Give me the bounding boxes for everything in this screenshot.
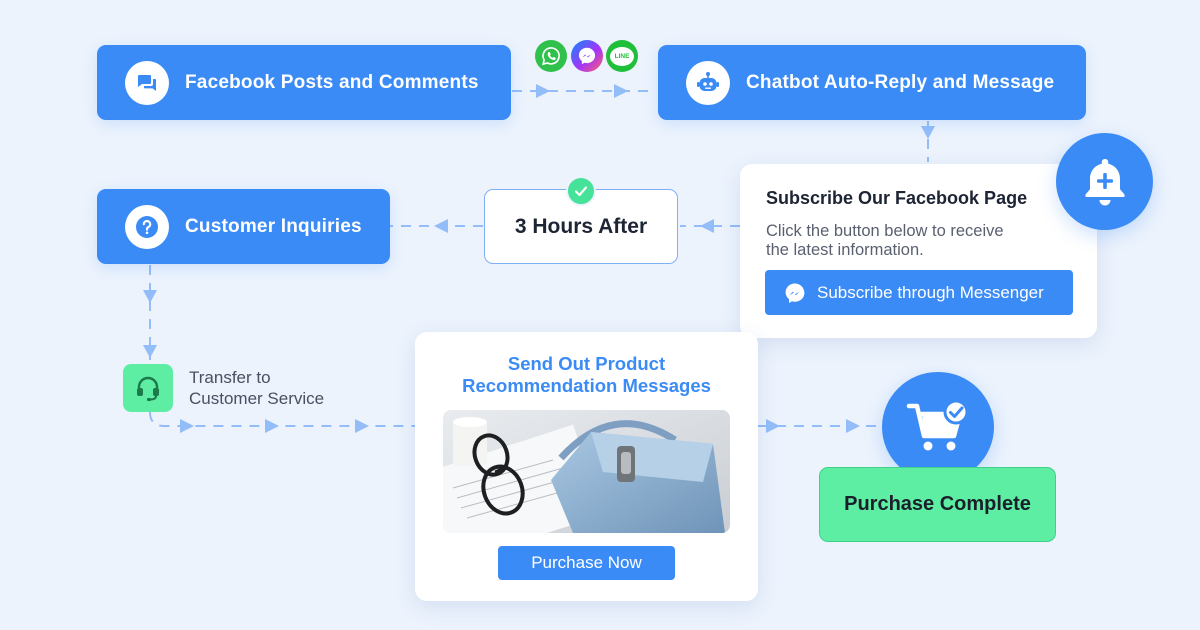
messenger-icon xyxy=(783,281,807,305)
whatsapp-icon xyxy=(535,40,567,72)
transfer-label-line1: Transfer to xyxy=(189,368,271,387)
subscribe-desc-line1: Click the button below to receive xyxy=(766,222,1004,240)
comments-icon xyxy=(125,60,169,105)
subscribe-messenger-button[interactable]: Subscribe through Messenger xyxy=(765,270,1073,315)
product-title-line1: Send Out Product xyxy=(507,353,666,374)
node-customer-inquiries: Customer Inquiries xyxy=(97,189,390,264)
node-label: Facebook Posts and Comments xyxy=(185,71,479,93)
arrow-right-icon xyxy=(265,419,279,433)
question-icon xyxy=(125,204,169,249)
messenger-icon xyxy=(571,40,603,72)
subscribe-button-label: Subscribe through Messenger xyxy=(817,282,1044,302)
transfer-label-line2: Customer Service xyxy=(189,389,325,408)
arrow-right-icon xyxy=(846,419,860,433)
purchase-now-label: Purchase Now xyxy=(531,553,642,572)
wait-label: 3 Hours After xyxy=(514,214,648,238)
arrow-right-icon xyxy=(355,419,369,433)
node-purchase-complete: Purchase Complete xyxy=(819,467,1056,542)
arrow-left-icon xyxy=(700,219,714,233)
product-card: Send Out Product Recommendation Messages xyxy=(415,332,758,601)
cart-check-icon xyxy=(882,372,994,482)
product-image xyxy=(443,410,730,533)
node-label: Chatbot Auto-Reply and Message xyxy=(746,71,1055,93)
purchase-now-button[interactable]: Purchase Now xyxy=(498,546,675,580)
check-icon xyxy=(566,176,596,206)
line-icon: LINE xyxy=(606,40,638,72)
subscribe-title: Subscribe Our Facebook Page xyxy=(766,188,1028,208)
purchase-complete-label: Purchase Complete xyxy=(844,493,1031,515)
headset-icon xyxy=(123,364,173,412)
arrow-down-icon xyxy=(921,126,935,139)
subscribe-desc-line2: the latest information. xyxy=(766,241,924,259)
arrow-down-icon xyxy=(143,290,157,303)
bell-plus-icon xyxy=(1056,133,1153,230)
arrow-right-icon xyxy=(614,84,628,98)
arrow-right-icon xyxy=(536,84,550,98)
arrow-left-icon xyxy=(434,219,448,233)
node-label: Customer Inquiries xyxy=(185,215,362,237)
arrow-down-icon xyxy=(143,345,157,358)
node-facebook-posts: Facebook Posts and Comments xyxy=(97,45,511,120)
line-badge-text: LINE xyxy=(614,52,630,60)
arrow-right-icon xyxy=(766,419,780,433)
arrow-right-icon xyxy=(180,419,194,433)
robot-icon xyxy=(686,60,730,105)
product-title-line2: Recommendation Messages xyxy=(462,375,711,396)
subscribe-card: Subscribe Our Facebook Page Click the bu… xyxy=(740,164,1097,338)
node-chatbot: Chatbot Auto-Reply and Message xyxy=(658,45,1086,120)
